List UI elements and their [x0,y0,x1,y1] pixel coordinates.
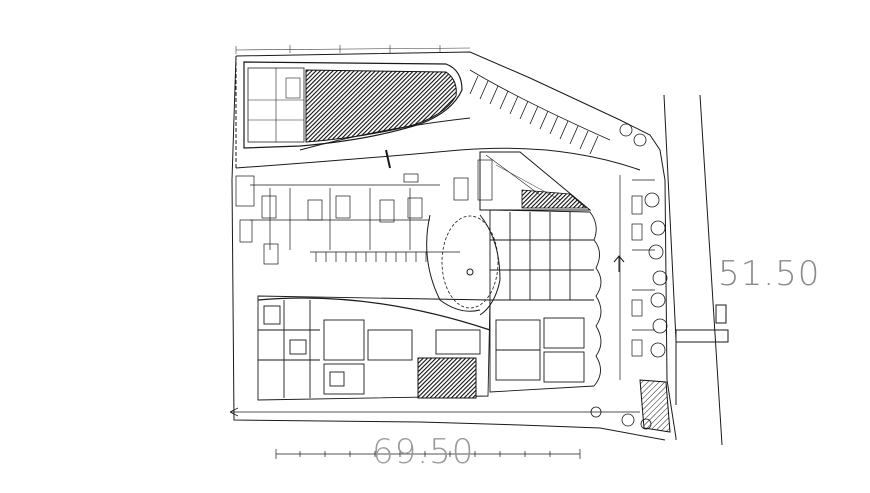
road-edge [663,94,729,446]
east-retail-block [489,209,602,393]
depth-dimension-label: 51.50 [718,254,821,294]
north-wing-building [243,61,463,149]
hatched-entrance-southeast [639,379,671,433]
central-triangle-building [477,151,592,211]
top-dimension-chain [235,45,471,54]
southwest-block [257,295,491,401]
site-boundary [231,51,677,441]
tree-symbol [590,123,668,430]
hatched-core-south [417,357,477,399]
access-road [235,117,641,171]
arrow-icon [613,255,625,272]
bottom-scale-bar [229,407,640,459]
central-plaza-curve [426,214,501,316]
parking-lot-east [619,175,655,380]
angled-parking-northeast [469,69,611,155]
parking-lot-west [235,173,469,265]
width-dimension-label: 69.50 [372,432,475,472]
